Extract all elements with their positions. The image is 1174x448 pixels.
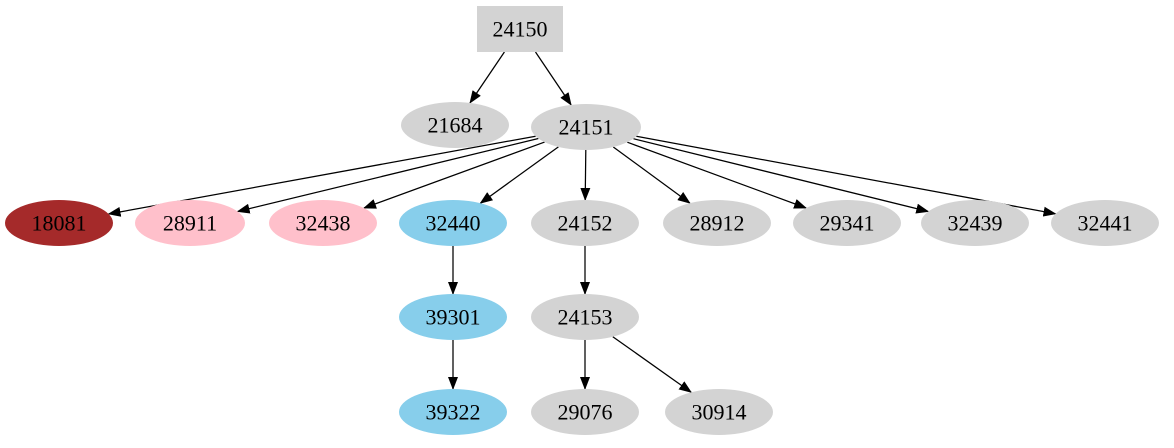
node-label-24152: 24152: [558, 210, 613, 235]
node-39301: 39301: [399, 294, 507, 340]
node-ellipse-18081: [5, 200, 113, 246]
node-ellipse-32438: [269, 200, 377, 246]
node-ellipse-28912: [663, 200, 771, 246]
edge-24151-to-29341: [627, 141, 808, 209]
node-32438: 32438: [269, 200, 377, 246]
node-18081: 18081: [5, 200, 113, 246]
edge-24151-to-32438: [363, 141, 545, 209]
node-label-21684: 21684: [428, 112, 483, 137]
node-ellipse-39322: [399, 389, 507, 435]
edge-24150-to-21684: [469, 51, 505, 104]
node-32439: 32439: [921, 200, 1029, 246]
node-ellipse-30914: [665, 389, 773, 435]
node-label-30914: 30914: [692, 399, 747, 424]
node-ellipse-24151: [531, 104, 641, 150]
node-ellipse-28911: [135, 200, 245, 246]
node-box-24150: [477, 6, 563, 52]
node-label-24153: 24153: [558, 304, 613, 329]
node-ellipse-39301: [399, 294, 507, 340]
node-label-32441: 32441: [1078, 210, 1133, 235]
node-ellipse-24152: [531, 200, 639, 246]
node-32441: 32441: [1051, 200, 1159, 246]
node-label-28912: 28912: [690, 210, 745, 235]
node-label-29076: 29076: [558, 399, 613, 424]
node-label-29341: 29341: [820, 210, 875, 235]
node-29341: 29341: [793, 200, 901, 246]
edges-layer: [107, 51, 1057, 393]
node-24153: 24153: [531, 294, 639, 340]
node-label-32440: 32440: [426, 210, 481, 235]
node-ellipse-21684: [401, 102, 509, 148]
node-label-24151: 24151: [559, 114, 614, 139]
node-ellipse-32441: [1051, 200, 1159, 246]
node-ellipse-29341: [793, 200, 901, 246]
node-24150: 24150: [477, 6, 563, 52]
edge-24153-to-30914: [612, 336, 693, 393]
edge-24151-to-28912: [612, 146, 691, 204]
node-label-28911: 28911: [163, 210, 217, 235]
node-ellipse-32440: [399, 200, 507, 246]
node-label-24150: 24150: [493, 16, 548, 41]
node-24151: 24151: [531, 104, 641, 150]
node-29076: 29076: [531, 389, 639, 435]
node-39322: 39322: [399, 389, 507, 435]
node-label-32438: 32438: [296, 210, 351, 235]
node-label-32439: 32439: [948, 210, 1003, 235]
edge-24150-to-24151: [534, 51, 572, 106]
node-ellipse-29076: [531, 389, 639, 435]
node-28912: 28912: [663, 200, 771, 246]
node-label-18081: 18081: [32, 210, 87, 235]
node-label-39301: 39301: [426, 304, 481, 329]
node-30914: 30914: [665, 389, 773, 435]
node-ellipse-32439: [921, 200, 1029, 246]
node-28911: 28911: [135, 200, 245, 246]
node-ellipse-24153: [531, 294, 639, 340]
edge-24151-to-24152: [580, 149, 591, 201]
node-24152: 24152: [531, 200, 639, 246]
edge-24151-to-28911: [236, 137, 539, 214]
nodes-layer: 24150 21684 24151 18081 28911 32438 32440 24152…: [5, 6, 1159, 435]
edge-24151-to-32439: [633, 138, 930, 214]
edge-24151-to-32440: [479, 146, 559, 204]
node-label-39322: 39322: [426, 399, 481, 424]
node-21684: 21684: [401, 102, 509, 148]
node-32440: 32440: [399, 200, 507, 246]
